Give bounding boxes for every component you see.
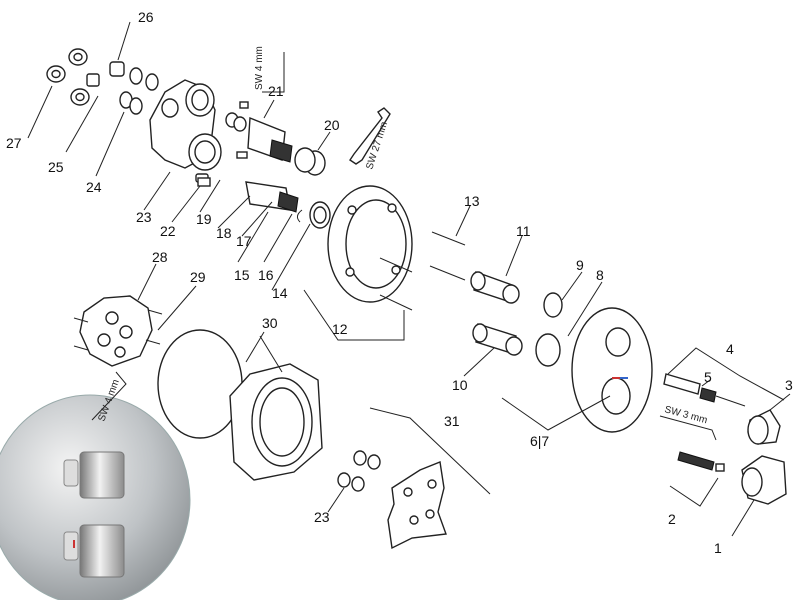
callout-12: 12 <box>332 321 348 337</box>
thermostatic-cartridge-18 <box>197 177 299 213</box>
callout-3: 3 <box>785 377 793 393</box>
callout-14: 14 <box>272 285 288 301</box>
callout-8: 8 <box>596 267 604 283</box>
callout-13: 13 <box>464 193 480 209</box>
callout-31: 31 <box>444 413 460 429</box>
mixer-body-23 <box>149 79 222 183</box>
callout-28: 28 <box>152 249 168 265</box>
callout-15: 15 <box>234 267 250 283</box>
callout-4: 4 <box>726 341 734 357</box>
callout-labels: 1 2 3 4 5 6|7 8 9 10 11 12 13 14 15 16 1… <box>6 9 793 556</box>
product-photo <box>0 394 191 600</box>
cover-plate-12 <box>327 185 413 303</box>
o-rings-8-9 <box>535 292 563 367</box>
callout-27: 27 <box>6 135 22 151</box>
leader-lines <box>27 21 791 537</box>
spindle-4-5 <box>663 373 746 407</box>
callout-30: 30 <box>262 315 278 331</box>
callout-29: 29 <box>190 269 206 285</box>
handle-3 <box>747 409 781 445</box>
extension-10 <box>472 323 523 356</box>
spindle-2 <box>677 451 725 472</box>
extension-11 <box>470 271 520 304</box>
o-ring-30 <box>157 329 243 439</box>
diverter-cartridge-21 <box>225 101 293 163</box>
tool-indicator-sw27: SW 27 mm <box>349 107 391 171</box>
escutcheon-plate-6-7 <box>571 307 653 433</box>
callout-26: 26 <box>138 9 154 25</box>
callout-23-lower: 23 <box>314 509 330 525</box>
callout-21: 21 <box>268 83 284 99</box>
installation-block-28 <box>73 295 163 367</box>
callout-18: 18 <box>216 225 232 241</box>
tool-indicator-sw4: SW 4 mm <box>254 46 285 93</box>
callout-9: 9 <box>576 257 584 273</box>
screws-13 <box>379 231 466 311</box>
trim-ring-30 <box>229 363 323 481</box>
callout-23: 23 <box>136 209 152 225</box>
callout-6-7: 6|7 <box>530 433 549 449</box>
callout-10: 10 <box>452 377 468 393</box>
callout-20: 20 <box>324 117 340 133</box>
fitting-26 <box>109 61 159 91</box>
callout-17: 17 <box>236 233 252 249</box>
gaskets-23 <box>337 450 381 492</box>
callout-25: 25 <box>48 159 64 175</box>
nut-20 <box>294 147 326 176</box>
callout-1: 1 <box>714 540 722 556</box>
callout-19: 19 <box>196 211 212 227</box>
mounting-plate-31 <box>387 461 447 550</box>
callout-24: 24 <box>86 179 102 195</box>
cap-group-27 <box>46 48 100 106</box>
callout-11: 11 <box>516 223 531 239</box>
callout-5: 5 <box>704 369 712 385</box>
svg-text:SW 4 mm: SW 4 mm <box>254 46 265 90</box>
handle-1 <box>741 455 787 505</box>
tool-indicator-sw3: SW 3 mm <box>659 404 717 441</box>
callout-2: 2 <box>668 511 676 527</box>
callout-16: 16 <box>258 267 274 283</box>
o-rings-24 <box>119 91 143 115</box>
callout-22: 22 <box>160 223 176 239</box>
clip-and-ring-14-15-16 <box>296 201 331 229</box>
